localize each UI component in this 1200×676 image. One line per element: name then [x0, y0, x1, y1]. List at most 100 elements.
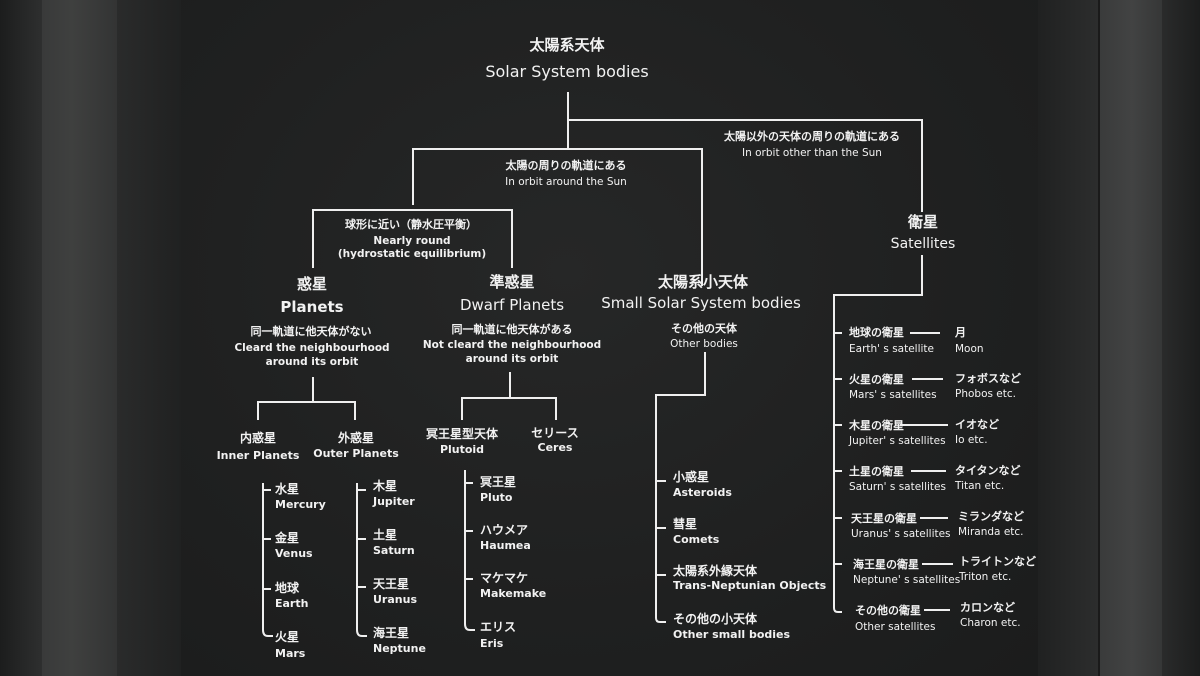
small-item-jp: 小惑星: [673, 470, 710, 484]
ceres-en: Ceres: [537, 441, 573, 454]
branch-sun-jp: 太陽の周りの軌道にある: [505, 159, 627, 172]
small-note-jp: その他の天体: [671, 322, 737, 335]
sat-example-en: Miranda etc.: [958, 526, 1024, 538]
nearly-round-jp: 球形に近い（静水圧平衡）: [345, 218, 477, 231]
plutoid-item-en: Pluto: [480, 491, 513, 504]
sat-item-jp: 天王星の衛星: [851, 512, 917, 525]
outer-item-en: Uranus: [373, 593, 417, 606]
small-jp: 太陽系小天体: [657, 273, 749, 291]
outer-item-en: Neptune: [373, 642, 426, 655]
sat-item-en: Mars' s satellites: [849, 389, 937, 401]
root-label-en: Solar System bodies: [485, 62, 649, 81]
sat-item-en: Saturn' s satellites: [849, 481, 946, 493]
inner-jp: 内惑星: [239, 431, 277, 445]
plutoid-item-en: Makemake: [480, 587, 547, 600]
inner-item-en: Venus: [275, 547, 313, 560]
planets-jp: 惑星: [296, 275, 328, 293]
small-en: Small Solar System bodies: [601, 294, 801, 312]
sat-item-jp: その他の衛星: [855, 604, 921, 617]
outer-item-jp: 土星: [373, 528, 398, 542]
sat-item-en: Other satellites: [855, 621, 936, 633]
inner-item-en: Mercury: [275, 498, 326, 511]
branch-other-en: In orbit other than the Sun: [742, 147, 882, 159]
sat-item-en: Neptune' s satellites: [853, 574, 961, 586]
frame-right-outer: [1162, 0, 1200, 676]
planets-note-en: Cleard the neighbourhood: [234, 342, 390, 354]
small-item-jp: 太陽系外縁天体: [673, 564, 758, 578]
satellites-en: Satellites: [890, 236, 956, 252]
outer-en: Outer Planets: [313, 447, 399, 460]
branch-sun-en: In orbit around the Sun: [505, 176, 627, 188]
sat-example-jp: フォボスなど: [955, 372, 1021, 385]
plutoid-jp: 冥王星型天体: [425, 427, 499, 441]
sat-dashes: [900, 332, 953, 611]
sat-example-jp: トライトンなど: [959, 555, 1036, 568]
sat-spine: [833, 255, 923, 613]
root-label-jp: 太陽系天体: [529, 36, 605, 54]
sat-item-en: Earth' s satellite: [849, 343, 934, 355]
round-branch: [312, 209, 513, 268]
plutoid-item-en: Eris: [480, 637, 504, 650]
planets-note-en-sub: around its orbit: [265, 356, 359, 368]
sun-branch: [412, 148, 703, 286]
sat-example-en: Triton etc.: [959, 571, 1012, 583]
small-item-en: Comets: [673, 533, 720, 546]
plutoid-item-jp: エリス: [480, 620, 517, 634]
sat-item-jp: 木星の衛星: [849, 419, 904, 432]
ceres-jp: セリース: [531, 426, 579, 440]
frame-left-outer: [0, 0, 42, 676]
sat-item-en: Jupiter' s satellites: [849, 435, 946, 447]
sat-example-en: Moon: [955, 343, 984, 355]
outer-jp: 外惑星: [337, 431, 375, 445]
sat-item-en: Uranus' s satellites: [851, 528, 951, 540]
dwarf-split: [461, 372, 557, 420]
outer-item-en: Jupiter: [373, 495, 415, 508]
planets-en: Planets: [280, 298, 344, 316]
sat-example-en: Titan etc.: [955, 480, 1005, 492]
planets-note-jp: 同一軌道に他天体がない: [250, 325, 372, 338]
frame-right-post: [1098, 0, 1164, 676]
plutoid-item-jp: ハウメア: [480, 523, 529, 537]
inner-item-jp: 火星: [275, 630, 300, 644]
plutoid-en: Plutoid: [439, 443, 485, 456]
planets-split: [257, 377, 356, 420]
root-trunk: [567, 92, 923, 212]
outer-item-en: Saturn: [373, 544, 415, 557]
sat-example-jp: イオなど: [955, 418, 999, 431]
plutoid-list-line: [464, 470, 475, 631]
small-note-en: Other bodies: [670, 338, 738, 350]
dwarf-en: Dwarf Planets: [459, 296, 565, 314]
dwarf-note-jp: 同一軌道に他天体がある: [451, 323, 573, 336]
sat-item-jp: 火星の衛星: [849, 373, 904, 386]
small-item-en: Asteroids: [673, 486, 732, 499]
dwarf-note-en: Not cleard the neighbourhood: [422, 339, 602, 351]
outer-list-line: [356, 483, 367, 637]
small-spine: [655, 352, 706, 623]
dwarf-jp: 準惑星: [489, 273, 535, 291]
display-board: [181, 0, 1038, 676]
plutoid-item-en: Haumea: [480, 539, 531, 552]
nearly-round-en-sub: (hydrostatic equilibrium): [337, 248, 487, 260]
inner-item-en: Earth: [275, 597, 309, 610]
nearly-round-en: Nearly round: [373, 235, 451, 247]
inner-item-jp: 地球: [275, 581, 300, 595]
sat-item-jp: 海王星の衛星: [853, 558, 919, 571]
sat-item-jp: 土星の衛星: [849, 465, 904, 478]
sat-item-jp: 地球の衛星: [849, 326, 904, 339]
frame-right-inner: [1038, 0, 1098, 676]
outer-item-jp: 海王星: [373, 626, 410, 640]
sat-example-jp: 月: [955, 326, 966, 339]
inner-item-jp: 金星: [275, 531, 300, 545]
branch-other-jp: 太陽以外の天体の周りの軌道にある: [724, 130, 900, 143]
inner-en: Inner Planets: [216, 449, 300, 462]
small-item-jp: 彗星: [673, 517, 698, 531]
sat-example-en: Charon etc.: [960, 617, 1021, 629]
small-item-en: Other small bodies: [673, 628, 791, 641]
plutoid-item-jp: マケマケ: [480, 571, 529, 585]
inner-list-line: [262, 483, 273, 637]
dwarf-note-en-sub: around its orbit: [465, 353, 559, 365]
frame-left-post: [42, 0, 119, 676]
sat-example-jp: ミランダなど: [958, 510, 1024, 523]
inner-item-en: Mars: [275, 647, 306, 660]
